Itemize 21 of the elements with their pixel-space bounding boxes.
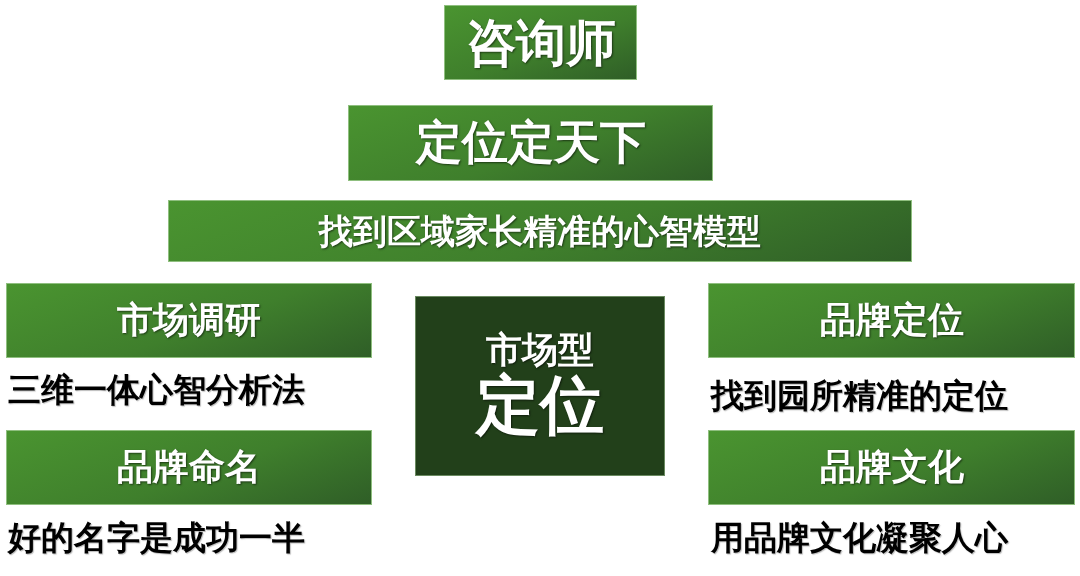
box-title: 品牌文化 bbox=[819, 447, 964, 488]
description-text: 三维一体心智分析法 bbox=[8, 372, 305, 409]
description-text: 用品牌文化凝聚人心 bbox=[711, 520, 1008, 557]
heading-box bbox=[348, 105, 713, 181]
box-title: 市场型 bbox=[486, 330, 594, 371]
box-title: 找到区域家长精准的心智模型 bbox=[319, 211, 761, 251]
box-title: 品牌命名 bbox=[117, 447, 261, 488]
heading-box bbox=[415, 296, 665, 476]
heading-box bbox=[708, 283, 1075, 358]
box-title: 定位 bbox=[476, 370, 604, 442]
box-title: 咨询师 bbox=[465, 14, 616, 71]
box-title: 品牌定位 bbox=[819, 300, 964, 341]
heading-box bbox=[6, 430, 372, 505]
description-text: 找到园所精准的定位 bbox=[711, 378, 1008, 415]
heading-box bbox=[6, 283, 372, 358]
heading-box bbox=[168, 200, 912, 262]
box-title: 市场调研 bbox=[117, 300, 261, 341]
heading-box bbox=[708, 430, 1075, 505]
description-text: 好的名字是成功一半 bbox=[8, 520, 305, 557]
box-title: 定位定天下 bbox=[415, 117, 646, 169]
heading-box bbox=[444, 5, 637, 80]
